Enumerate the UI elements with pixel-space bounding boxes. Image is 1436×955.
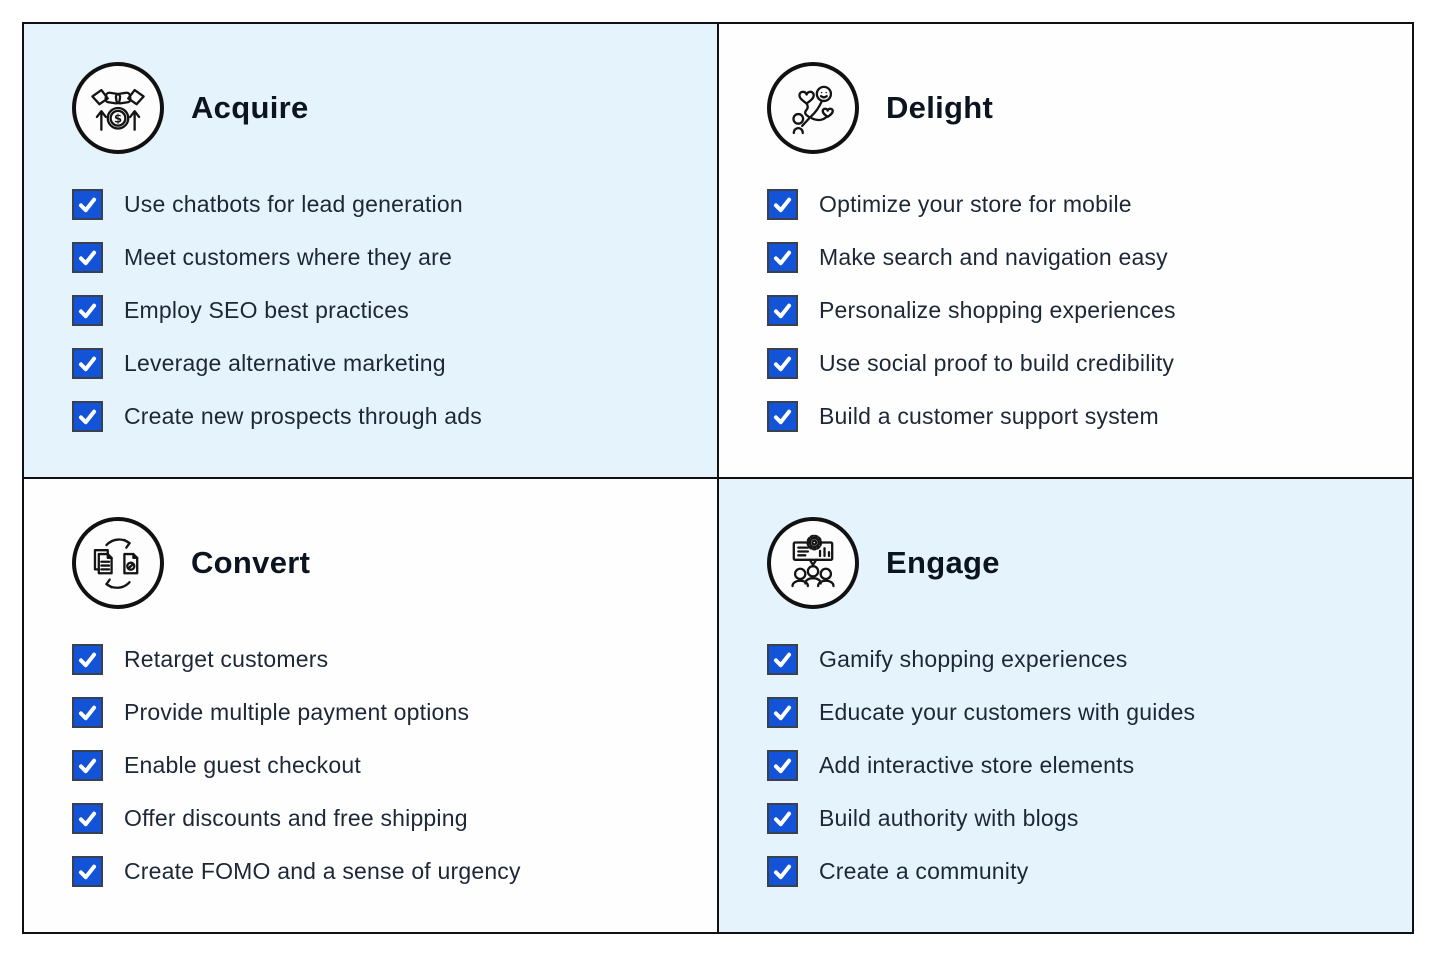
checklist-item: Offer discounts and free shipping	[72, 803, 687, 834]
checklist-item: Meet customers where they are	[72, 242, 687, 273]
checkbox-checked[interactable]	[72, 401, 103, 432]
quadrant-header: Engage	[767, 517, 1382, 609]
checklist-item-label: Add interactive store elements	[819, 752, 1135, 778]
checklist-item-label: Create new prospects through ads	[124, 403, 482, 429]
checklist-item: Personalize shopping experiences	[767, 295, 1382, 326]
checklist-item: Create FOMO and a sense of urgency	[72, 856, 687, 887]
checklist-item-label: Provide multiple payment options	[124, 699, 470, 725]
checklist-item-label: Personalize shopping experiences	[819, 297, 1176, 323]
quadrant-title: Convert	[191, 545, 311, 580]
checklist-item-label: Leverage alternative marketing	[124, 350, 446, 376]
quadrant-header: Convert	[72, 517, 687, 609]
quadrant-convert: Convert Retarget customers Provide multi…	[24, 479, 717, 932]
checklist-item-label: Build authority with blogs	[819, 805, 1079, 831]
checklist: Optimize your store for mobile Make sear…	[767, 189, 1382, 432]
checklist-item-label: Create FOMO and a sense of urgency	[124, 858, 521, 884]
quadrant-delight: Delight Optimize your store for mobile M…	[719, 24, 1412, 477]
checkbox-checked[interactable]	[767, 401, 798, 432]
checklist-item: Enable guest checkout	[72, 750, 687, 781]
checklist-item: Optimize your store for mobile	[767, 189, 1382, 220]
checklist-item: Build authority with blogs	[767, 803, 1382, 834]
checkbox-checked[interactable]	[72, 856, 103, 887]
quadrant-title: Acquire	[191, 90, 309, 125]
quadrant-engage: Engage Gamify shopping experiences Educa…	[719, 479, 1412, 932]
checklist-item: Create a community	[767, 856, 1382, 887]
quadrant-acquire: $ Acquire Use chatbots for lead generati…	[24, 24, 717, 477]
checkbox-checked[interactable]	[72, 242, 103, 273]
checklist-item: Educate your customers with guides	[767, 697, 1382, 728]
quadrant-title: Engage	[886, 545, 1000, 580]
checkbox-checked[interactable]	[72, 189, 103, 220]
handshake-money-growth-icon: $	[72, 62, 164, 154]
checklist: Use chatbots for lead generation Meet cu…	[72, 189, 687, 432]
checklist-item: Retarget customers	[72, 644, 687, 675]
checkbox-checked[interactable]	[767, 697, 798, 728]
checklist-item: Add interactive store elements	[767, 750, 1382, 781]
checklist-item-label: Build a customer support system	[819, 403, 1159, 429]
person-heart-smiley-balloons-icon	[767, 62, 859, 154]
checklist-item-label: Use chatbots for lead generation	[124, 191, 463, 217]
checkbox-checked[interactable]	[767, 242, 798, 273]
checklist-item-label: Gamify shopping experiences	[819, 646, 1128, 672]
checklist-item: Use chatbots for lead generation	[72, 189, 687, 220]
checklist-item: Gamify shopping experiences	[767, 644, 1382, 675]
checklist-item: Create new prospects through ads	[72, 401, 687, 432]
checkbox-checked[interactable]	[767, 803, 798, 834]
checkbox-checked[interactable]	[72, 697, 103, 728]
checkbox-checked[interactable]	[72, 750, 103, 781]
checklist-item: Leverage alternative marketing	[72, 348, 687, 379]
checkbox-checked[interactable]	[767, 750, 798, 781]
checklist-item-label: Educate your customers with guides	[819, 699, 1196, 725]
checkbox-checked[interactable]	[767, 644, 798, 675]
checklist-item: Build a customer support system	[767, 401, 1382, 432]
checklist-item: Employ SEO best practices	[72, 295, 687, 326]
checkbox-checked[interactable]	[767, 348, 798, 379]
presentation-audience-icon	[767, 517, 859, 609]
checkbox-checked[interactable]	[767, 856, 798, 887]
checkbox-checked[interactable]	[72, 803, 103, 834]
quadrant-title: Delight	[886, 90, 994, 125]
checklist-item-label: Employ SEO best practices	[124, 297, 409, 323]
checklist-item: Provide multiple payment options	[72, 697, 687, 728]
checkbox-checked[interactable]	[72, 348, 103, 379]
quadrant-header: Delight	[767, 62, 1382, 154]
svg-text:$: $	[114, 112, 122, 126]
checkbox-checked[interactable]	[767, 295, 798, 326]
checklist-item-label: Make search and navigation easy	[819, 244, 1168, 270]
checklist-item: Use social proof to build credibility	[767, 348, 1382, 379]
checklist-item: Make search and navigation easy	[767, 242, 1382, 273]
checkbox-checked[interactable]	[767, 189, 798, 220]
quadrant-header: $ Acquire	[72, 62, 687, 154]
checklist-item-label: Retarget customers	[124, 646, 329, 672]
checklist-item-label: Enable guest checkout	[124, 752, 361, 778]
checklist: Retarget customers Provide multiple paym…	[72, 644, 687, 887]
checkbox-checked[interactable]	[72, 644, 103, 675]
checklist-item-label: Use social proof to build credibility	[819, 350, 1175, 376]
checklist-board: $ Acquire Use chatbots for lead generati…	[22, 22, 1414, 934]
checklist-item-label: Create a community	[819, 858, 1029, 884]
checklist: Gamify shopping experiences Educate your…	[767, 644, 1382, 887]
checklist-item-label: Meet customers where they are	[124, 244, 452, 270]
checkbox-checked[interactable]	[72, 295, 103, 326]
document-conversion-arrows-icon	[72, 517, 164, 609]
checklist-item-label: Optimize your store for mobile	[819, 191, 1132, 217]
checklist-item-label: Offer discounts and free shipping	[124, 805, 468, 831]
